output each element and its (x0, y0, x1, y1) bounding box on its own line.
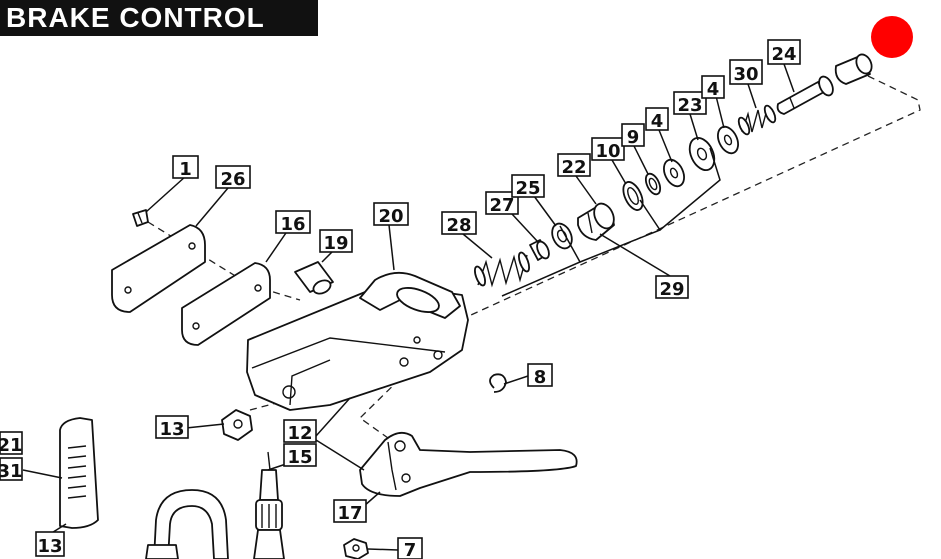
svg-text:31: 31 (0, 461, 23, 482)
svg-text:21: 21 (0, 435, 23, 456)
svg-text:17: 17 (337, 503, 362, 524)
page-title: BRAKE CONTROL (6, 2, 265, 33)
callout-21: 21 (0, 431, 23, 456)
title-banner: BRAKE CONTROL (0, 0, 318, 36)
callout-4-upper: 4 (701, 75, 725, 100)
primary-cup (529, 239, 550, 261)
svg-text:1: 1 (179, 159, 192, 180)
cover-screw (132, 209, 149, 227)
callout-8: 8 (527, 363, 553, 388)
callout-13-lower: 13 (35, 531, 65, 557)
lock-nut (343, 538, 369, 559)
callout-4-lower: 4 (645, 107, 669, 132)
callout-24: 24 (767, 39, 801, 65)
svg-text:13: 13 (37, 536, 62, 557)
master-cylinder-housing (246, 271, 469, 411)
assembly-line-bottom (358, 319, 461, 439)
svg-text:27: 27 (489, 195, 514, 216)
callout-15: 15 (283, 443, 317, 468)
callout-29: 29 (655, 275, 689, 300)
svg-text:30: 30 (733, 64, 758, 85)
callout-30: 30 (729, 59, 763, 85)
svg-text:9: 9 (627, 127, 640, 148)
callout-19: 19 (319, 229, 353, 254)
callout-22: 22 (557, 153, 591, 178)
svg-text:24: 24 (771, 44, 796, 65)
callout-12: 12 (283, 419, 317, 444)
piston-washer (551, 222, 573, 250)
callout-28: 28 (441, 211, 477, 236)
svg-text:13: 13 (159, 419, 184, 440)
callout-13-upper: 13 (155, 415, 189, 440)
seal (644, 172, 662, 196)
leader-lines (22, 63, 795, 551)
adjuster-nut (221, 409, 253, 441)
svg-text:22: 22 (561, 157, 586, 178)
svg-text:19: 19 (323, 233, 348, 254)
plunger-spring (737, 104, 777, 136)
push-rod (776, 75, 834, 115)
callout-9: 9 (621, 123, 645, 148)
washer-outer (717, 125, 739, 155)
svg-text:8: 8 (534, 367, 547, 388)
warning-decal (59, 417, 99, 529)
svg-text:23: 23 (677, 95, 702, 116)
svg-text:29: 29 (659, 279, 684, 300)
svg-text:15: 15 (287, 447, 312, 468)
svg-text:12: 12 (287, 423, 312, 444)
callout-10: 10 (591, 137, 625, 162)
banjo-fitting (253, 451, 285, 559)
svg-text:20: 20 (378, 206, 403, 227)
clevis-pin (834, 53, 873, 85)
svg-text:25: 25 (515, 178, 540, 199)
o-ring (622, 181, 644, 211)
svg-text:26: 26 (220, 169, 245, 190)
svg-text:10: 10 (595, 141, 620, 162)
circlip (489, 373, 507, 393)
svg-text:4: 4 (707, 79, 720, 100)
svg-text:28: 28 (446, 215, 471, 236)
callout-20: 20 (373, 202, 409, 227)
callout-31: 31 (0, 457, 23, 482)
red-dot-marker (871, 16, 913, 58)
svg-text:4: 4 (651, 111, 664, 132)
callout-27: 27 (485, 191, 519, 216)
svg-text:16: 16 (280, 214, 305, 235)
callout-25: 25 (511, 174, 545, 199)
callout-17: 17 (333, 499, 367, 524)
piston (577, 202, 615, 241)
gasket (181, 262, 271, 346)
return-spring (474, 251, 530, 288)
callout-23: 23 (673, 91, 707, 116)
pivot-pin (294, 261, 334, 295)
callout-16: 16 (275, 210, 311, 235)
assembly-line-top (459, 75, 921, 321)
callout-26: 26 (215, 165, 251, 190)
washer-inner (663, 158, 685, 188)
callout-1: 1 (172, 155, 199, 180)
brake-hose (145, 489, 229, 559)
callout-7: 7 (397, 537, 423, 559)
brake-lever (359, 431, 578, 497)
cover-plate (111, 224, 206, 313)
svg-text:7: 7 (404, 540, 417, 559)
retainer-cap (688, 137, 716, 171)
